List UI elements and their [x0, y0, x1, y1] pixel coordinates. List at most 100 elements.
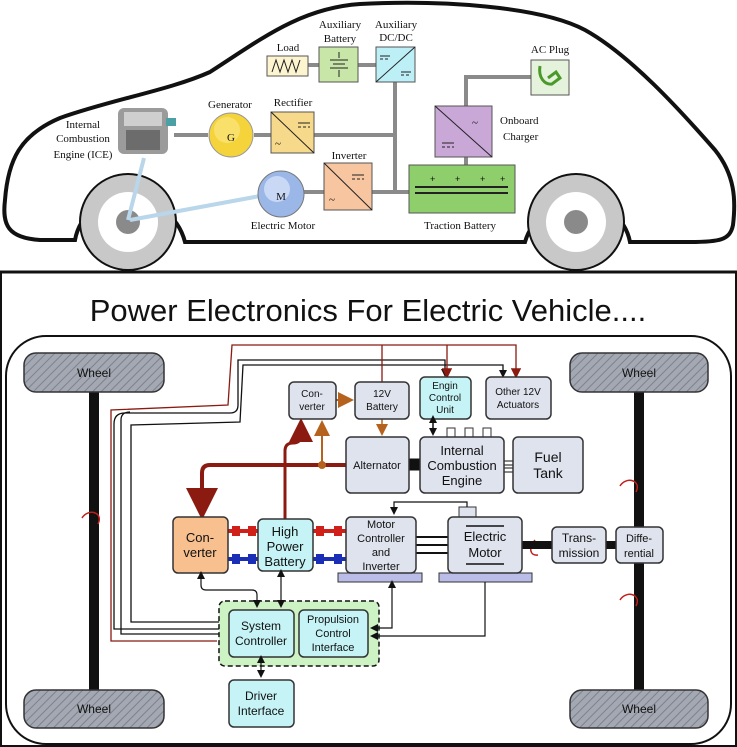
- wheel-front-right: Wheel: [23, 689, 165, 729]
- block-label: Battery: [264, 554, 306, 569]
- wheel-label: Wheel: [77, 366, 111, 380]
- alternator-block: Alternator: [345, 436, 410, 494]
- load-label: Load: [277, 42, 300, 54]
- inverter-label: Inverter: [332, 150, 367, 162]
- wheel-rear-left: Wheel: [569, 352, 709, 393]
- onboard-charger-block: ~ Onboard Charger: [434, 105, 539, 158]
- bottom-frame: [0, 271, 737, 747]
- rectifier-label: Rectifier: [274, 97, 313, 109]
- traction-battery-block: ++++ Traction Battery: [408, 164, 516, 232]
- block-label: Fuel: [534, 449, 561, 465]
- block-label: verter: [183, 545, 217, 560]
- electric-motor-block: Electric Motor: [438, 506, 533, 583]
- block-label: Inverter: [362, 561, 400, 573]
- block-label: Battery: [366, 402, 398, 413]
- block-label: System: [241, 619, 281, 633]
- block-label: verter: [299, 402, 325, 413]
- svg-text:+: +: [480, 174, 485, 184]
- aux-dcdc-block: Auxiliary DC/DC: [375, 19, 418, 83]
- propulsion-control-block: Propulsion Control Interface: [298, 609, 369, 658]
- ice-label-3: Engine (ICE): [54, 149, 113, 161]
- battery-12v-block: 12V Battery: [354, 381, 410, 420]
- ice-engine-image: Internal Combustion Engine (ICE): [54, 108, 176, 161]
- aux-battery-label-1: Auxiliary: [319, 19, 362, 31]
- ice-block: Internal Combustion Engine: [419, 427, 505, 494]
- svg-text:+: +: [500, 174, 505, 184]
- svg-text:+: +: [430, 174, 435, 184]
- aux-dcdc-label-1: Auxiliary: [375, 19, 418, 31]
- wheel-right: [527, 173, 625, 271]
- transmission-block: Trans- mission: [551, 526, 607, 564]
- differential-block: Diffe- rential: [615, 526, 664, 564]
- wheel-front-left: Wheel: [23, 352, 165, 393]
- ice-label-1: Internal: [66, 119, 100, 131]
- block-label: Electric: [464, 529, 507, 544]
- block-label: Tank: [533, 465, 564, 481]
- svg-text:+: +: [455, 174, 460, 184]
- block-label: Interface: [312, 642, 355, 654]
- electric-motor-label: Electric Motor: [251, 220, 316, 232]
- other-actuators-block: Other 12V Actuators: [485, 376, 552, 420]
- block-label: High: [272, 524, 299, 539]
- block-label: Motor: [468, 545, 502, 560]
- plug-icon: [538, 65, 563, 86]
- block-label: 12V: [373, 389, 391, 400]
- onboard-charger-label-2: Charger: [503, 131, 539, 143]
- block-label: Interface: [238, 704, 285, 718]
- motor-symbol: M: [276, 191, 286, 203]
- front-axle: [89, 390, 99, 692]
- ac-symbol: ~: [329, 194, 335, 206]
- small-converter-block: Con- verter: [288, 381, 337, 420]
- block-label: mission: [559, 546, 600, 560]
- control-lines: [110, 344, 522, 642]
- generator-label: Generator: [208, 99, 252, 111]
- control-arrows: [197, 569, 486, 678]
- block-label: Con-: [301, 389, 323, 400]
- block-label: and: [372, 547, 390, 559]
- block-label: Control: [315, 628, 350, 640]
- system-controller-block: System Controller: [228, 609, 295, 658]
- fuel-tank-block: Fuel Tank: [512, 436, 584, 494]
- block-label: Actuators: [497, 400, 539, 411]
- block-label: Diffe-: [626, 533, 652, 545]
- block-label: Driver: [245, 689, 277, 703]
- generator: G Generator: [208, 99, 254, 158]
- block-label: Propulsion: [307, 614, 359, 626]
- wheel-label: Wheel: [77, 702, 111, 716]
- generator-symbol: G: [227, 132, 235, 144]
- aux-battery-label-2: Battery: [324, 33, 357, 45]
- power-lines: [186, 392, 388, 520]
- aux-battery-block: Auxiliary Battery: [318, 19, 362, 83]
- block-label: Engine: [442, 473, 482, 488]
- dc-connectors: [228, 526, 346, 564]
- converter-block: Con- verter: [172, 516, 229, 574]
- onboard-charger-label-1: Onboard: [500, 115, 539, 127]
- wheel-label: Wheel: [622, 366, 656, 380]
- ac-symbol: ~: [275, 138, 281, 150]
- block-label: Control: [429, 393, 461, 404]
- ice-shaft: [126, 157, 146, 221]
- motor-controller-block: Motor Controller and Inverter: [337, 516, 423, 583]
- block-label: Motor: [367, 519, 395, 531]
- wheel-left: [79, 173, 177, 271]
- block-label: Power: [267, 539, 305, 554]
- ac-plug-label: AC Plug: [531, 44, 570, 56]
- block-label: Controller: [357, 533, 405, 545]
- diagram-title: Power Electronics For Electric Vehicle..…: [90, 293, 646, 328]
- block-label: Engin: [432, 381, 458, 392]
- block-label: Con-: [186, 530, 214, 545]
- load-block: Load: [266, 42, 309, 77]
- motor-shaft: [129, 194, 261, 222]
- ice-label-2: Combustion: [56, 133, 110, 145]
- block-label: Alternator: [353, 460, 401, 472]
- inverter-block: ~ Inverter: [323, 150, 373, 211]
- electric-motor: M Electric Motor: [251, 170, 316, 232]
- block-label: Other 12V: [495, 387, 541, 398]
- car-diagram: Load Auxiliary Battery Auxiliary DC/DC A…: [2, 0, 737, 271]
- engine-control-unit-block: Engin Control Unit: [419, 376, 472, 420]
- block-label: Combustion: [427, 458, 496, 473]
- driver-interface-block: Driver Interface: [228, 679, 295, 728]
- rectifier-block: ~ Rectifier: [270, 97, 315, 154]
- wheel-rear-right: Wheel: [569, 689, 709, 729]
